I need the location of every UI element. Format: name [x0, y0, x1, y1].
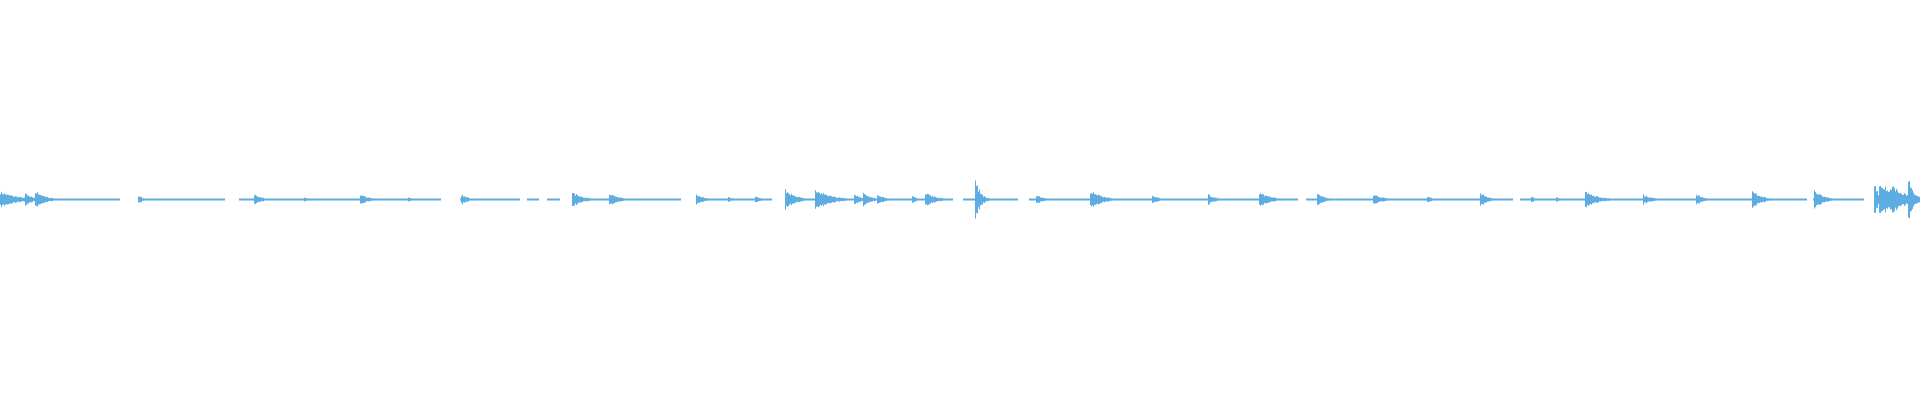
waveform-path [0, 180, 1920, 219]
